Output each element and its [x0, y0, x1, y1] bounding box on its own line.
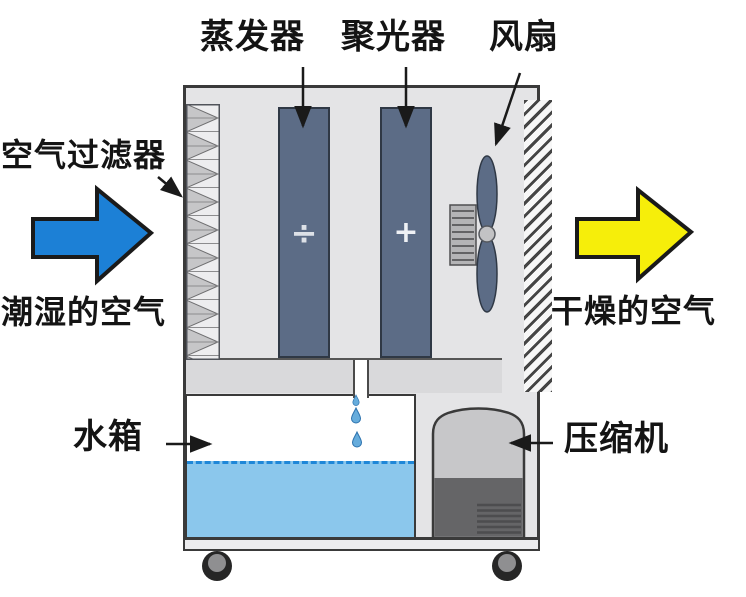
divider-shelf [186, 358, 502, 393]
exhaust-vent-louvers [524, 100, 552, 392]
dry-air-arrow [575, 185, 695, 284]
caster-hub-left [208, 554, 226, 572]
condenser-plus-symbol: + [393, 215, 419, 250]
fan-assembly [449, 155, 498, 313]
humid-air-arrow [31, 184, 155, 286]
air-filter-pointer-arrow [157, 176, 183, 198]
evaporator-coil: ÷ [278, 107, 330, 358]
filter-pleats [186, 104, 220, 360]
condenser-coil: + [380, 107, 432, 358]
fan-motor [449, 204, 477, 266]
compressor-label: 压缩机 [564, 419, 669, 459]
caster-wheel-right [492, 551, 522, 581]
evaporator-minus-symbol: ÷ [290, 213, 318, 252]
fan-pointer-arrow [494, 72, 522, 147]
water-drop-2 [350, 406, 362, 424]
fan-motor-fins [452, 210, 474, 261]
cabinet-base [185, 537, 538, 549]
fan-label: 风扇 [489, 17, 559, 57]
caster-wheel-left [202, 551, 232, 581]
water-drop-1 [352, 394, 360, 406]
evaporator-label: 蒸发器 [200, 17, 305, 57]
water-fill [187, 461, 414, 537]
filter-outline [186, 104, 220, 360]
compressor-unit [431, 407, 526, 539]
water-tank-label: 水箱 [73, 417, 143, 457]
dry-air-label: 干燥的空气 [551, 292, 717, 330]
water-drops [350, 394, 363, 448]
air-filter-label: 空气过滤器 [1, 136, 167, 174]
fan-hub [478, 225, 496, 243]
humid-air-label: 潮湿的空气 [1, 293, 167, 331]
water-drop-3 [351, 430, 363, 448]
caster-hub-right [498, 554, 516, 572]
condenser-label: 聚光器 [341, 17, 446, 57]
drain-channel [353, 360, 369, 398]
compressor-vents [477, 503, 521, 534]
air-filter-strip [186, 104, 220, 360]
